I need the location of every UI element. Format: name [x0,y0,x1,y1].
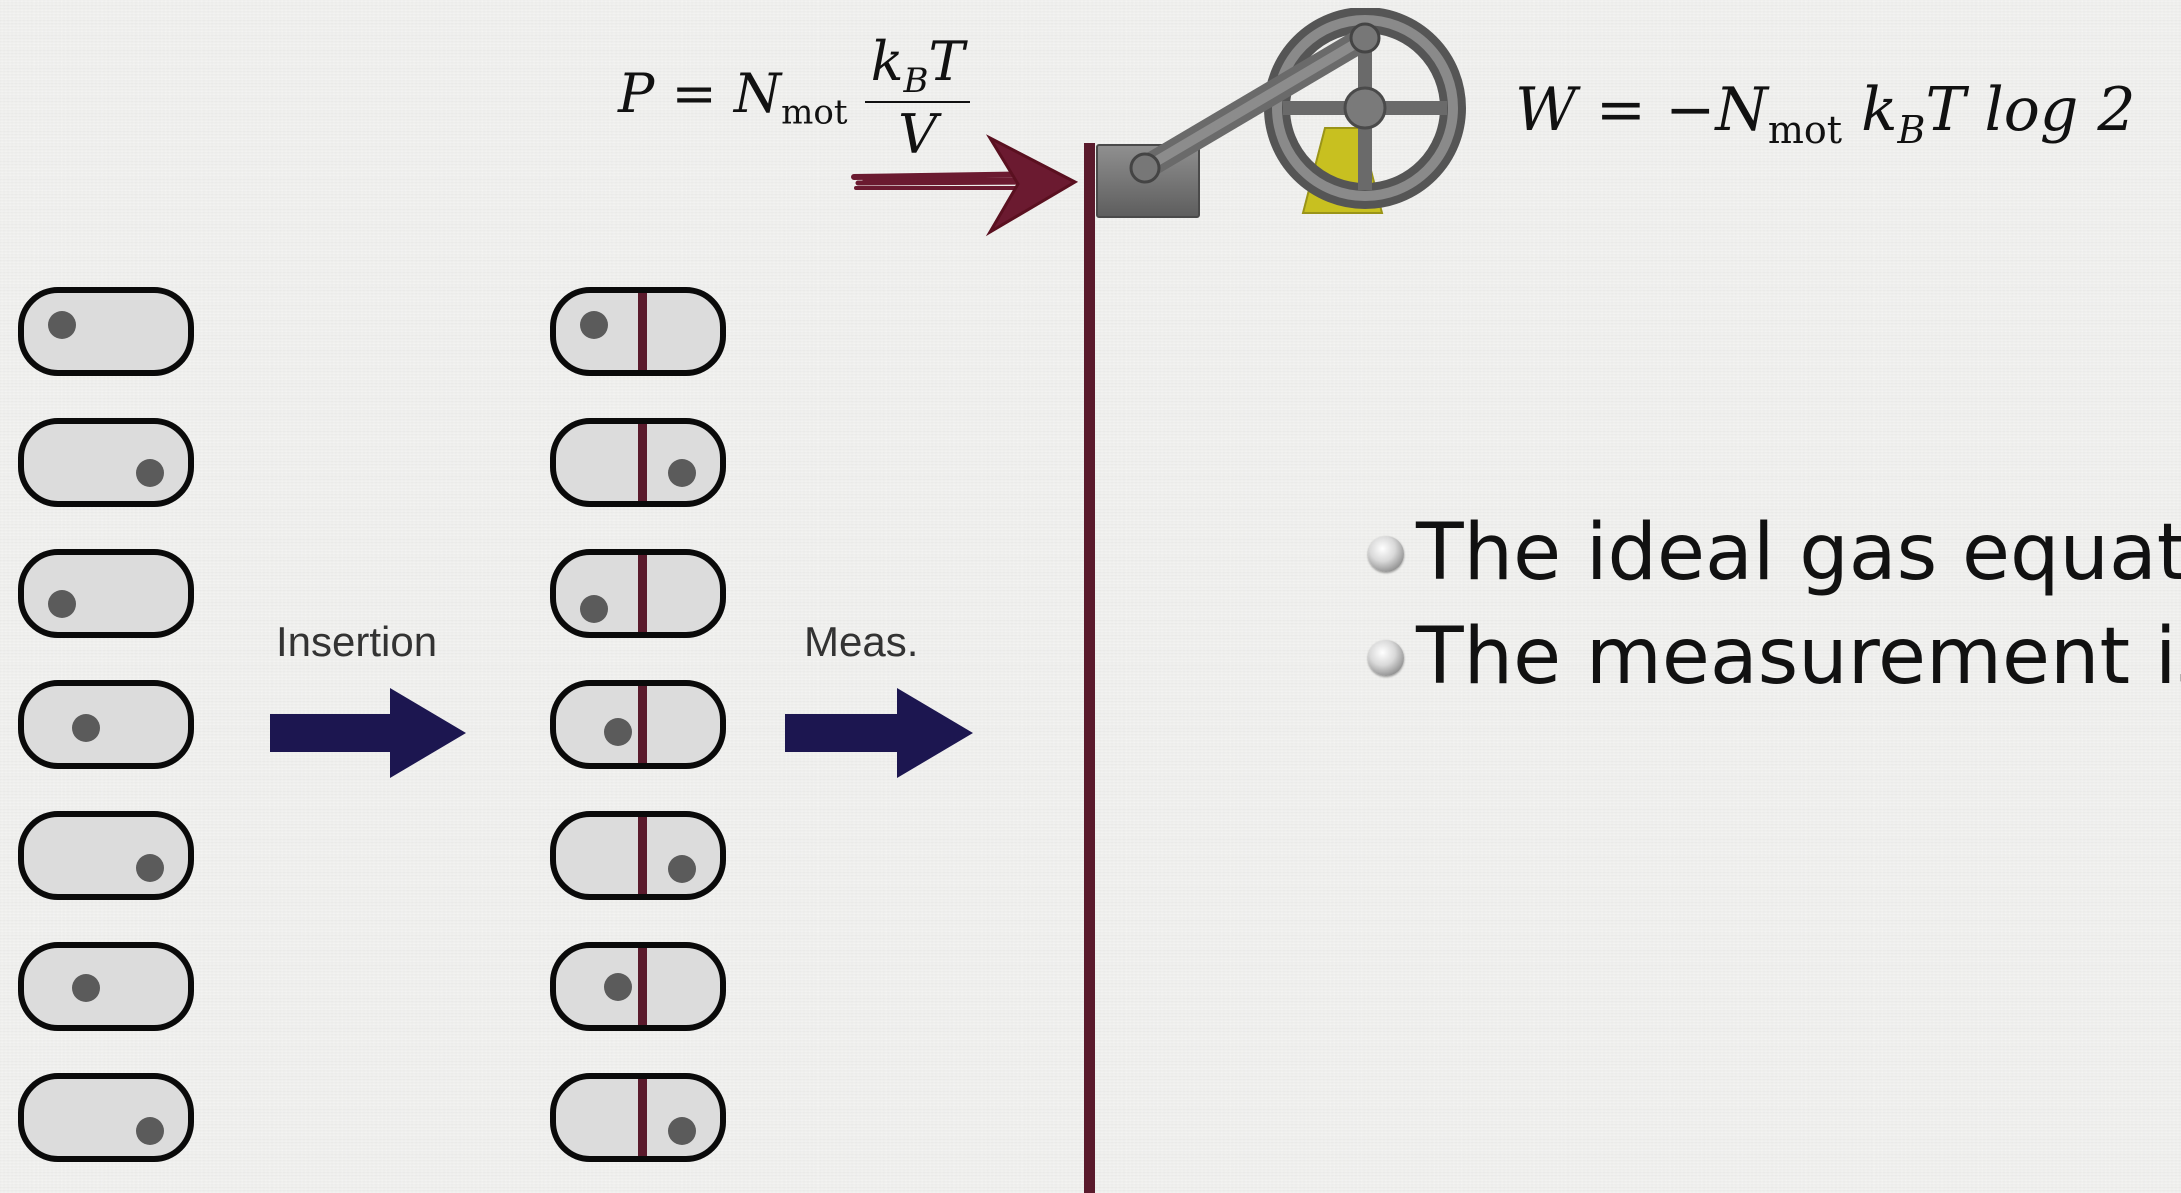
particle [136,459,164,487]
bullet-icon [1368,535,1404,572]
work-tail: T log 2 [1925,75,2136,145]
particle [580,311,608,339]
particle [580,595,608,623]
pressure-formula: P = Nmot kBT V [618,30,971,166]
work-lhs: W = −N [1515,75,1768,145]
pressure-denominator: V [898,102,938,166]
particle [72,714,100,742]
piston-wall [1084,143,1095,1193]
measurement-arrow-icon [785,688,973,778]
particle [604,718,632,746]
particle [668,855,696,883]
bullet-icon [1368,639,1404,676]
partition [638,817,647,894]
gas-box [18,680,194,769]
particle [604,973,632,1001]
partition [638,555,647,632]
particle [668,1117,696,1145]
gas-box [18,1073,194,1162]
partition [638,948,647,1025]
bullet-text: The measurement is [1416,612,2181,702]
gas-box [18,549,194,638]
partition [638,293,647,370]
partitioned-box [550,418,726,507]
particle [136,854,164,882]
particle [48,590,76,618]
bullet-item-measurement: The measurement is [1368,612,2181,702]
particle [48,311,76,339]
particle [136,1117,164,1145]
partitioned-box [550,942,726,1031]
pressure-numerator: kBT [864,30,971,103]
partitioned-box [550,680,726,769]
particle [72,974,100,1002]
pressure-fraction: kBT V [864,30,971,166]
partition [638,1079,647,1156]
partitioned-box [550,811,726,900]
partitioned-box [550,1073,726,1162]
bullet-text: The ideal gas equatio [1416,508,2181,598]
partitioned-box [550,287,726,376]
insertion-label: Insertion [276,618,438,665]
pressure-num-k: k [870,30,904,93]
gas-box [18,287,194,376]
pressure-arrow-icon [851,134,1079,237]
flywheel-icon [1129,8,1466,214]
pressure-num-sub: B [903,60,929,101]
bullet-item-ideal-gas: The ideal gas equatio [1368,508,2181,598]
pressure-num-tail: T [928,30,965,93]
particle [668,459,696,487]
measurement-label: Meas. [804,618,919,665]
work-formula: W = −Nmot kBT log 2 [1515,75,2136,152]
pressure-lhs-sub: mot [781,92,848,133]
gas-box [18,942,194,1031]
pressure-lhs: P = N [618,61,782,125]
work-k: k [1861,75,1898,145]
work-k-sub: B [1897,108,1926,152]
insertion-arrow-icon [270,688,466,778]
partition [638,686,647,763]
gas-box [18,418,194,507]
gas-box [18,811,194,900]
work-sub: mot [1767,108,1843,152]
partitioned-box [550,549,726,638]
partition [638,424,647,501]
